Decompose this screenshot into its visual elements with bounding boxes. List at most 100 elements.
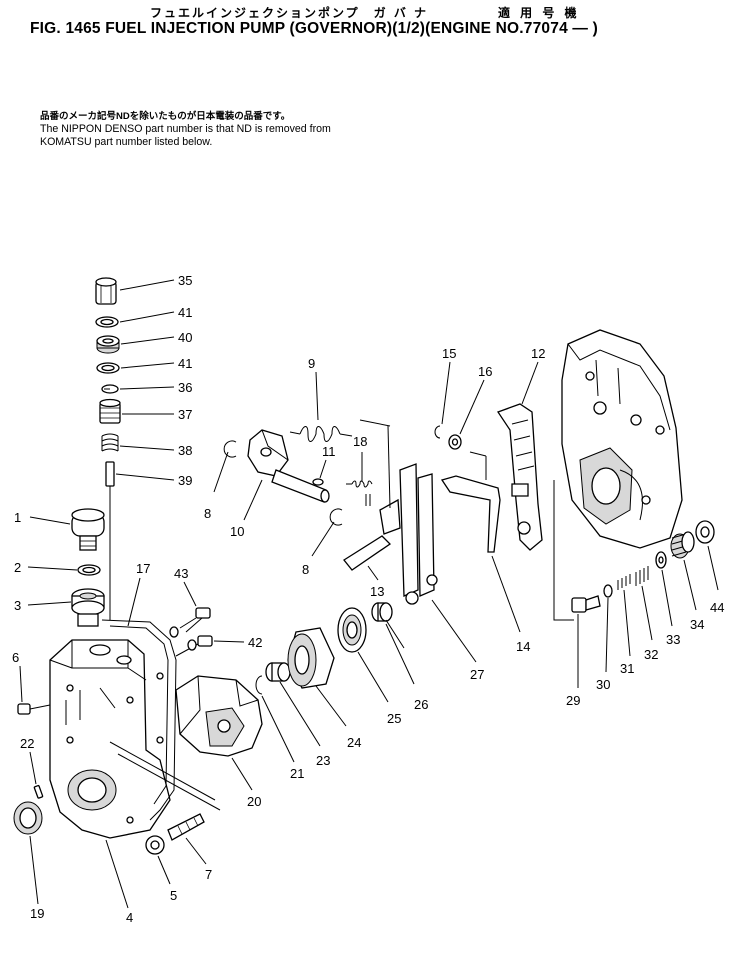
callout-26: 26 (385, 623, 428, 712)
callout-3: 3 (14, 598, 72, 613)
callout-9: 9 (308, 356, 319, 421)
callout-6: 6 (12, 650, 23, 703)
governor-cover (561, 329, 683, 549)
callout-label: 4 (126, 910, 133, 925)
callout-27: 27 (431, 599, 484, 682)
callout-32: 32 (641, 585, 658, 662)
callout-33: 33 (661, 569, 680, 647)
callout-label: 41 (178, 356, 192, 371)
part-29-bolt (571, 595, 601, 613)
washer-43 (169, 626, 179, 638)
callout-44: 44 (707, 545, 724, 615)
callout-label: 5 (170, 888, 177, 903)
callout-label: 9 (308, 356, 315, 371)
callout-label: 38 (178, 443, 192, 458)
part-19-oil-seal (13, 801, 43, 835)
callout-38: 38 (119, 443, 192, 458)
callout-2: 2 (14, 560, 78, 575)
part-43-bolt (179, 607, 211, 633)
part-35-cap-nut (95, 277, 117, 305)
callout-23: 23 (279, 681, 330, 768)
callout-39: 39 (115, 473, 192, 488)
callout-18: 18 (353, 434, 367, 482)
callout-label: 20 (247, 794, 261, 809)
leader-cover-bolt (553, 480, 574, 621)
callout-label: 33 (666, 632, 680, 647)
part-6-bolt (17, 703, 51, 715)
callout-label: 18 (353, 434, 367, 449)
part-8-clip-left (223, 440, 237, 458)
callout-13: 13 (367, 565, 384, 599)
callout-43: 43 (174, 566, 197, 607)
part-7-stud (167, 813, 205, 841)
japanese-title: フュエルインジェクションポンプ ガ バ ナ (150, 6, 428, 20)
callout-label: 1 (14, 510, 21, 525)
callout-41: 41 (119, 305, 192, 323)
part-25-bearing (337, 607, 367, 653)
callout-24: 24 (315, 685, 361, 750)
callout-label: 16 (478, 364, 492, 379)
part-36-clip (101, 384, 119, 394)
callout-label: 36 (178, 380, 192, 395)
part-21-snap-ring (255, 675, 263, 695)
part-30-washer (603, 584, 613, 598)
callout-4: 4 (105, 839, 133, 925)
callout-label: 41 (178, 305, 192, 320)
part-22-pin (33, 784, 44, 799)
callout-label: 26 (414, 697, 428, 712)
part-44-nut (695, 520, 715, 544)
part-37-adjust-screw (99, 398, 121, 424)
leader-housing-stud (117, 753, 221, 811)
callout-8-right: 8 (302, 521, 335, 577)
callout-label: 6 (12, 650, 19, 665)
callout-label: 11 (322, 444, 336, 459)
callout-34: 34 (683, 559, 704, 632)
callout-16: 16 (459, 364, 492, 435)
part-12-control-lever (497, 403, 543, 551)
callout-15: 15 (441, 346, 456, 425)
callout-label: 2 (14, 560, 21, 575)
callout-label: 35 (178, 273, 192, 288)
callout-label: 37 (178, 407, 192, 422)
leader-housing-nut (109, 741, 216, 801)
callout-label: 30 (596, 677, 610, 692)
callout-label: 27 (470, 667, 484, 682)
callout-41b: 41 (120, 356, 192, 371)
callout-label: 12 (531, 346, 545, 361)
callout-label: 23 (316, 753, 330, 768)
part-33-washer (655, 551, 667, 569)
part-38-spring (101, 433, 119, 452)
callout-label: 21 (290, 766, 304, 781)
part-18-spring (346, 480, 373, 488)
callout-label: 34 (690, 617, 704, 632)
part-11-key (312, 478, 324, 486)
callout-30: 30 (596, 597, 610, 692)
callout-19: 19 (29, 835, 44, 921)
part-10-lever-shaft (247, 429, 330, 503)
callout-14: 14 (491, 555, 530, 654)
part-26-bushing (371, 602, 405, 649)
callout-11: 11 (319, 444, 336, 479)
callout-label: 8 (204, 506, 211, 521)
callout-37: 37 (122, 407, 192, 422)
part-13-lever-assembly (343, 419, 438, 605)
callout-5: 5 (157, 855, 177, 903)
callout-label: 31 (620, 661, 634, 676)
callout-7: 7 (185, 837, 212, 882)
callout-label: 29 (566, 693, 580, 708)
callout-20: 20 (231, 757, 261, 809)
part-9-spring (289, 426, 353, 442)
part-14-lever (440, 451, 501, 553)
applicable-machines-label: 適 用 号 機 (498, 6, 580, 20)
part-16-washer (448, 434, 462, 450)
callout-label: 25 (387, 711, 401, 726)
washer-42 (187, 639, 197, 651)
callout-label: 39 (178, 473, 192, 488)
note-english-line2: KOMATSU part number listed below. (40, 136, 213, 148)
figure-title: FIG. 1465 FUEL INJECTION PUMP (GOVERNOR)… (30, 20, 598, 37)
callout-label: 44 (710, 600, 724, 615)
callout-29: 29 (566, 614, 580, 708)
callout-31: 31 (620, 589, 634, 676)
